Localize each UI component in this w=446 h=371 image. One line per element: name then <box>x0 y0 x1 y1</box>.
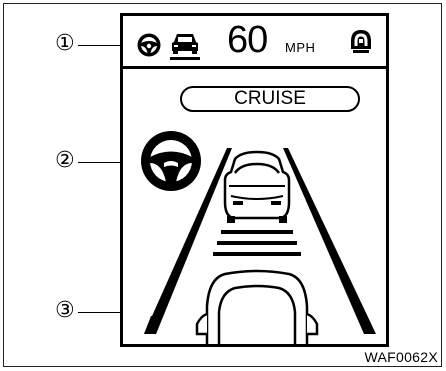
distance-bar-2 <box>217 241 297 245</box>
own-vehicle-icon <box>197 271 317 344</box>
road-scene <box>123 16 386 344</box>
lead-vehicle-icon <box>225 152 289 223</box>
left-lane-segment <box>144 316 163 334</box>
instrument-display: 60 MPH CRUISE <box>120 13 389 347</box>
callout-2: ② <box>55 150 75 172</box>
distance-bar-1 <box>221 230 293 234</box>
figure-code: WAF0062X <box>365 349 438 365</box>
distance-bar-3 <box>213 252 301 256</box>
callout-3: ③ <box>55 300 75 322</box>
callout-1: ① <box>55 33 75 55</box>
